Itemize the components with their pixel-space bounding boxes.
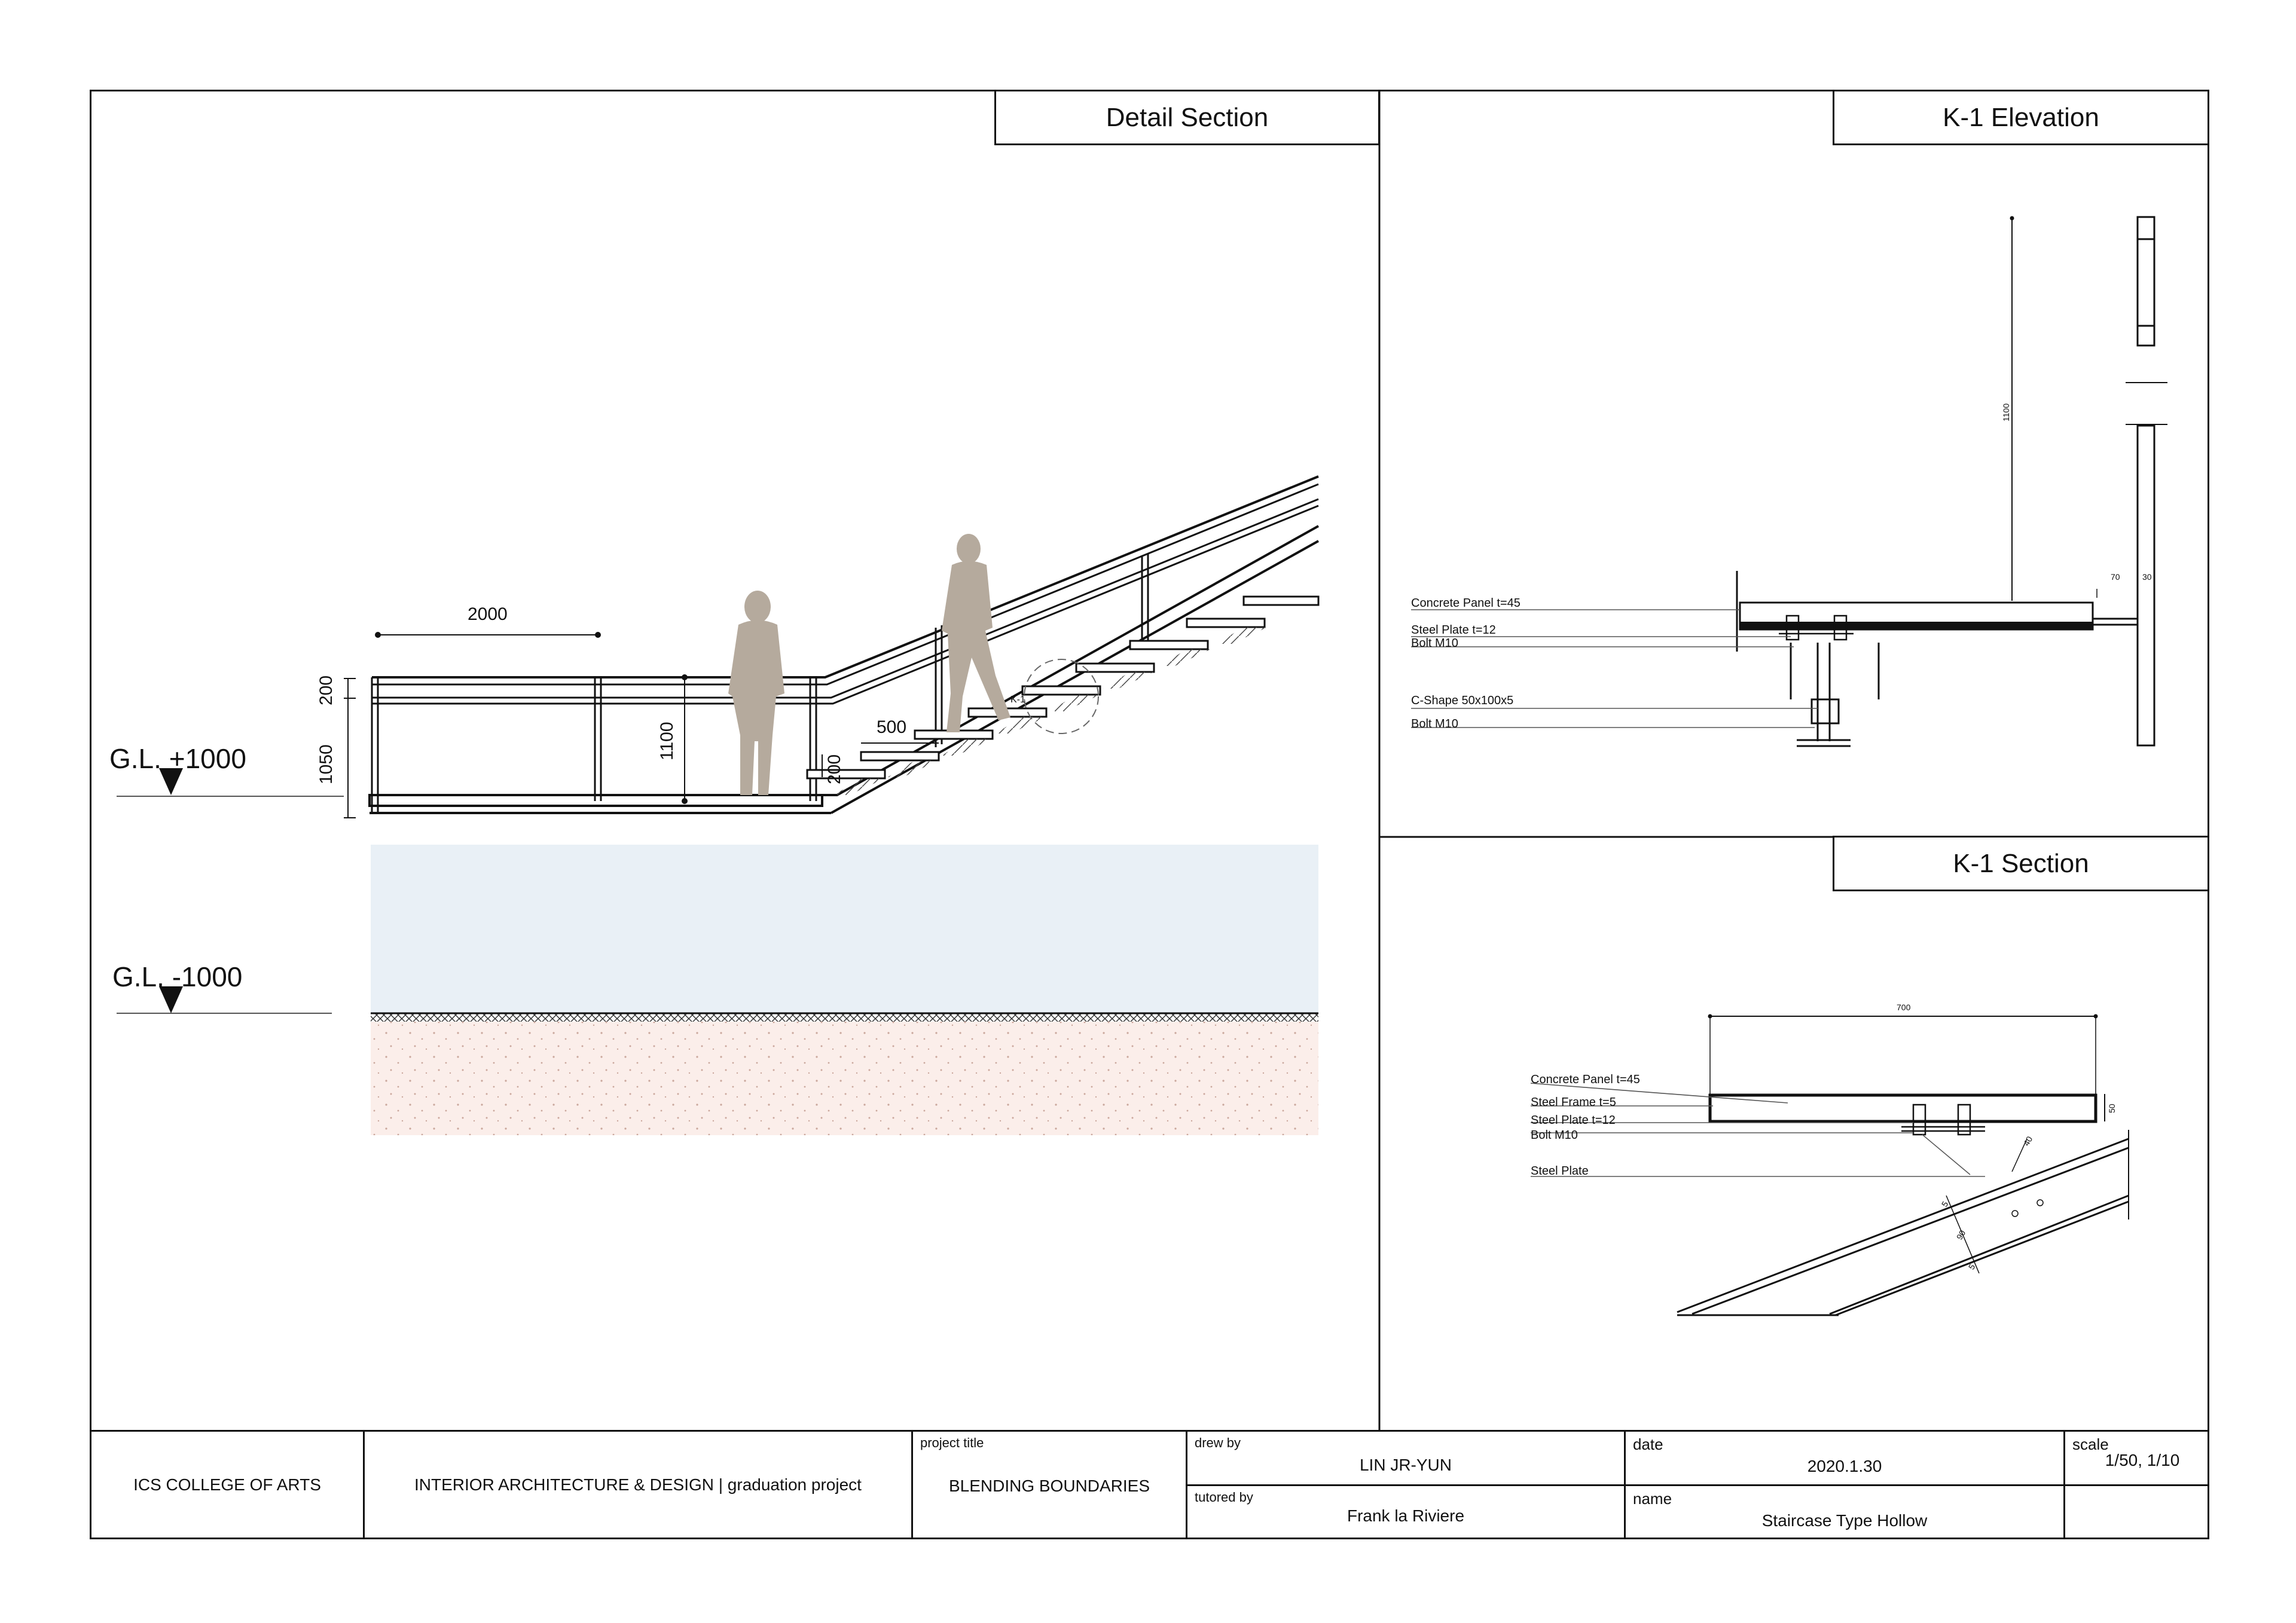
handrail-mid bbox=[372, 498, 1319, 699]
k1e-dim-1100: 1100 bbox=[2001, 404, 2011, 421]
title-block-drew-by: drew by LIN JR-YUN bbox=[1186, 1430, 1626, 1486]
dim-riser-200: 200 bbox=[825, 754, 844, 784]
dim-rail-200: 200 bbox=[316, 676, 336, 705]
k1s-label-bolt: Bolt M10 bbox=[1531, 1129, 1578, 1142]
k1s-label-steel-frame: Steel Frame t=5 bbox=[1531, 1096, 1616, 1109]
k1-elevation-labels: 1100 70 30 Concrete Panel t=45 Steel Pla… bbox=[1411, 404, 2152, 730]
deck-floor bbox=[368, 794, 823, 807]
name-label: name bbox=[1633, 1490, 1672, 1508]
k1-section-labels: 700 50 40 5 90 5 Concrete Panel t=45 Ste… bbox=[1531, 1002, 2117, 1271]
level-mark-upper bbox=[117, 768, 344, 797]
k1e-label-c-shape: C-Shape 50x100x5 bbox=[1411, 694, 1513, 707]
k1-section-title: K-1 Section bbox=[1833, 836, 2209, 891]
program-name: INTERIOR ARCHITECTURE & DESIGN | graduat… bbox=[414, 1475, 862, 1494]
callout-circle bbox=[1024, 659, 1099, 734]
dim-500: 500 bbox=[877, 717, 906, 737]
detail-section-title: Detail Section bbox=[994, 90, 1380, 145]
person-figure-1 bbox=[728, 591, 784, 795]
date-value: 2020.1.30 bbox=[1807, 1457, 1882, 1475]
k1e-label-concrete-panel: Concrete Panel t=45 bbox=[1411, 597, 1521, 610]
ground-hatch bbox=[371, 1013, 1318, 1022]
k1s-dim-50: 50 bbox=[2107, 1104, 2117, 1113]
k1s-dim-700: 700 bbox=[1897, 1002, 1911, 1012]
k1-elevation-title: K-1 Elevation bbox=[1833, 90, 2209, 145]
k1-elevation-drawing bbox=[1411, 216, 2167, 747]
railing-posts bbox=[371, 554, 1149, 813]
k1s-label-steel-plate-2: Steel Plate bbox=[1531, 1164, 1589, 1178]
date-label: date bbox=[1633, 1435, 1663, 1453]
name-value: Staircase Type Hollow bbox=[1761, 1511, 1928, 1530]
dim-1100: 1100 bbox=[657, 722, 677, 760]
scale-label: scale bbox=[2072, 1435, 2109, 1453]
scale-value: 1/50, 1/10 bbox=[2105, 1451, 2180, 1469]
title-block-name: name Staircase Type Hollow bbox=[1624, 1484, 2065, 1539]
tutored-by-label: tutored by bbox=[1195, 1490, 1253, 1505]
project-title-label: project title bbox=[920, 1435, 984, 1450]
level-mark-lower bbox=[117, 986, 332, 1014]
project-title-value: BLENDING BOUNDARIES bbox=[948, 1477, 1150, 1495]
school-name: ICS COLLEGE OF ARTS bbox=[133, 1475, 321, 1494]
title-block-tutored-by: tutored by Frank la Riviere bbox=[1186, 1484, 1626, 1539]
k1e-dim-70: 70 bbox=[2111, 572, 2120, 582]
tutored-by-value: Frank la Riviere bbox=[1347, 1506, 1465, 1525]
dim-rail-1050: 1050 bbox=[316, 744, 336, 784]
drew-by-value: LIN JR-YUN bbox=[1359, 1456, 1452, 1474]
water-fill bbox=[371, 845, 1318, 1013]
stair-treads bbox=[806, 595, 1320, 780]
callout-label: K-1 bbox=[1010, 695, 1025, 705]
k1s-label-steel-plate: Steel Plate t=12 bbox=[1531, 1114, 1616, 1127]
k1e-label-steel-plate: Steel Plate t=12 bbox=[1411, 623, 1496, 637]
k1-section-drawing bbox=[1530, 1014, 2129, 1316]
k1e-dim-30: 30 bbox=[2142, 572, 2152, 582]
title-block-program: INTERIOR ARCHITECTURE & DESIGN | graduat… bbox=[363, 1430, 913, 1539]
k1s-label-concrete-panel: Concrete Panel t=45 bbox=[1531, 1073, 1640, 1086]
title-block-school: ICS COLLEGE OF ARTS bbox=[90, 1430, 365, 1539]
level-label-lower: G.L. -1000 bbox=[112, 961, 242, 992]
dim-2000: 2000 bbox=[468, 604, 508, 624]
tread-supports bbox=[834, 627, 1268, 795]
title-block-project: project title BLENDING BOUNDARIES bbox=[911, 1430, 1187, 1539]
drew-by-label: drew by bbox=[1195, 1435, 1241, 1450]
title-block-empty bbox=[2063, 1484, 2209, 1539]
soil-fill bbox=[371, 1022, 1318, 1135]
person-figure-2 bbox=[942, 534, 1010, 732]
k1s-dim-90: 90 bbox=[1955, 1228, 1968, 1242]
k1s-dim-40: 40 bbox=[2022, 1135, 2035, 1148]
title-block-date: date 2020.1.30 bbox=[1624, 1430, 2065, 1486]
detail-section-drawing: K-1 bbox=[109, 475, 1320, 1135]
k1e-label-bolt-1: Bolt M10 bbox=[1411, 637, 1458, 650]
k1e-label-bolt-2: Bolt M10 bbox=[1411, 717, 1458, 730]
dimension-lines bbox=[344, 632, 939, 818]
title-block-scale: scale 1/50, 1/10 bbox=[2063, 1430, 2209, 1486]
level-label-upper: G.L. +1000 bbox=[109, 743, 246, 774]
handrail-top bbox=[372, 475, 1319, 678]
